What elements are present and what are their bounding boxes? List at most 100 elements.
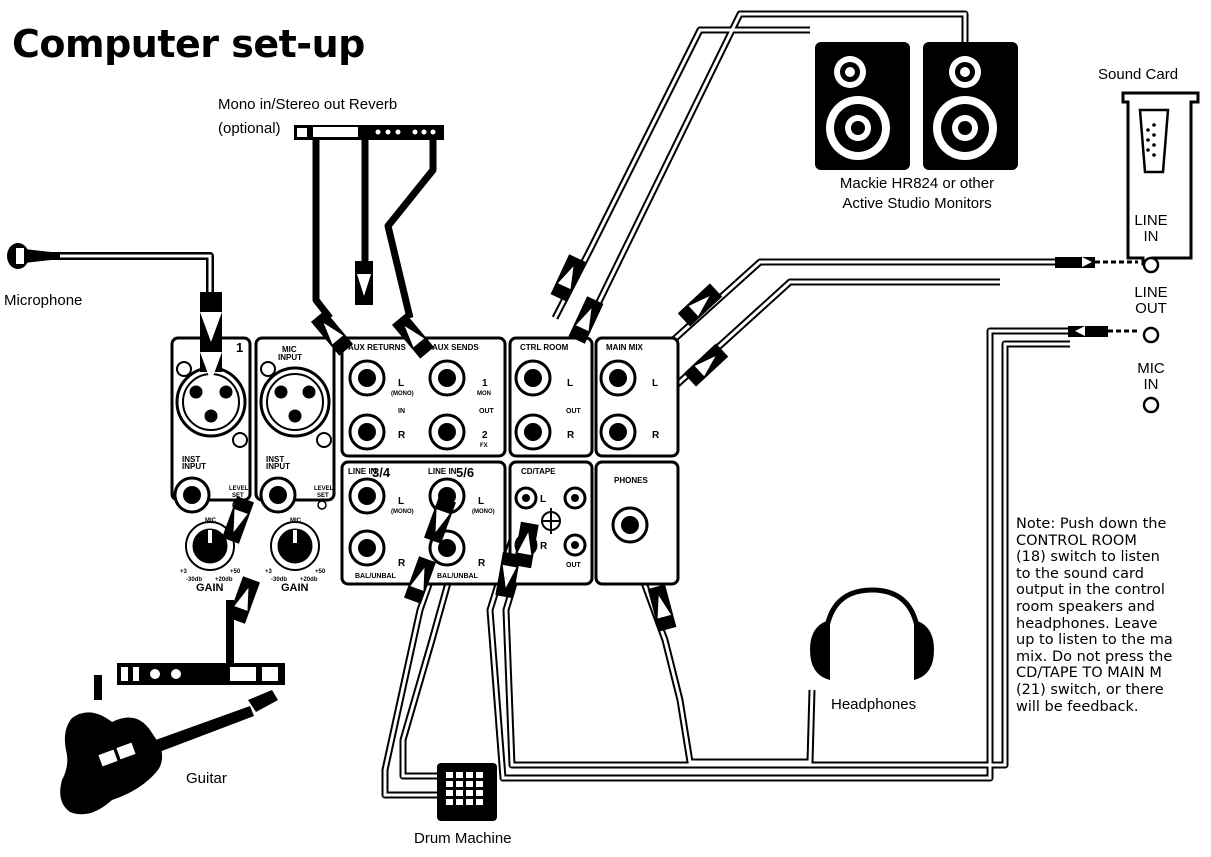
guitar-label: Guitar — [186, 770, 227, 787]
svg-text:-30db: -30db — [186, 577, 202, 583]
svg-text:R: R — [398, 430, 406, 441]
svg-text:L: L — [398, 496, 404, 507]
jack-aux-send-2 — [428, 413, 466, 451]
gain-knob-ch1 — [185, 521, 235, 571]
svg-text:R: R — [478, 558, 486, 569]
mic-in-port — [1142, 396, 1160, 414]
monitors-label: Mackie HR824 or other Active Studio Moni… — [839, 175, 995, 212]
rca-in-l — [514, 486, 538, 510]
svg-text:LINE IN: LINE IN — [428, 467, 457, 476]
gain-knob-ch2 — [270, 521, 320, 571]
svg-text:CD/TAPE: CD/TAPE — [521, 467, 556, 476]
svg-text:SET: SET — [317, 493, 329, 499]
plug-ctrl-l — [550, 254, 586, 302]
svg-text:GAIN: GAIN — [196, 582, 224, 594]
headphones-label: Headphones — [831, 696, 917, 713]
plug-soundcard-line-in — [1055, 257, 1095, 268]
line-in-port — [1142, 256, 1160, 274]
svg-text:INST: INST — [182, 455, 200, 464]
svg-text:IN: IN — [398, 408, 405, 415]
jack-main-l — [599, 359, 637, 397]
reverb-optional-label: (optional) — [218, 120, 281, 137]
xlr-input-ch1 — [175, 361, 248, 448]
svg-text:OUT: OUT — [566, 562, 582, 569]
svg-text:L: L — [567, 378, 573, 389]
rca-out-r — [563, 533, 587, 557]
svg-text:INPUT: INPUT — [266, 462, 290, 471]
svg-text:GAIN: GAIN — [281, 582, 309, 594]
sound-card-icon — [1121, 91, 1200, 414]
svg-text:FX: FX — [480, 443, 488, 449]
plug-inst-2 — [222, 496, 254, 544]
cable-reverb-l — [312, 138, 333, 321]
rca-out-l — [563, 486, 587, 510]
level-led-ch2 — [317, 500, 327, 510]
plug-reverb-r — [355, 261, 373, 305]
svg-text:2: 2 — [482, 430, 488, 441]
jack-line-in-4 — [348, 529, 386, 567]
svg-text:BAL/UNBAL: BAL/UNBAL — [437, 573, 479, 580]
svg-text:MIC: MIC — [282, 345, 297, 354]
plug-mic-xlr — [200, 292, 222, 382]
svg-text:MON: MON — [477, 391, 491, 397]
svg-text:-30db: -30db — [271, 577, 287, 583]
svg-text:MIC: MIC — [290, 518, 302, 524]
jack-inst-ch1 — [173, 476, 211, 514]
plug-ctrl-r — [568, 296, 604, 344]
plug-main-r — [683, 343, 729, 387]
reverb-unit-icon — [294, 125, 444, 140]
microphone-icon — [7, 243, 60, 269]
svg-text:R: R — [540, 541, 548, 552]
jack-phones — [611, 506, 649, 544]
svg-text:(MONO): (MONO) — [391, 391, 414, 397]
xlr-input-ch2 — [259, 361, 332, 448]
setup-note: Note: Push down the CONTROL ROOM (18) sw… — [1016, 516, 1173, 715]
microphone-label: Microphone — [4, 292, 83, 309]
svg-text:L: L — [398, 378, 404, 389]
svg-text:5/6: 5/6 — [456, 465, 474, 480]
svg-text:(MONO): (MONO) — [472, 509, 495, 515]
svg-text:+20db: +20db — [215, 577, 233, 583]
svg-text:INPUT: INPUT — [278, 353, 302, 362]
jack-aux-return-l — [348, 359, 386, 397]
speaker-icon-left — [815, 42, 910, 170]
jack-line-in-3 — [348, 477, 386, 515]
svg-text:BAL/UNBAL: BAL/UNBAL — [355, 573, 397, 580]
drum-machine-icon — [437, 763, 497, 821]
svg-text:INST: INST — [266, 455, 284, 464]
speaker-icon-right — [923, 42, 1018, 170]
svg-text:L: L — [478, 496, 484, 507]
svg-text:LEVEL: LEVEL — [229, 486, 249, 492]
svg-text:SET: SET — [232, 493, 244, 499]
plug-soundcard-line-out — [1068, 326, 1108, 337]
drum-machine-label: Drum Machine — [414, 830, 512, 847]
sound-card-label: Sound Card — [1098, 66, 1179, 83]
headphones-icon — [810, 587, 934, 680]
svg-text:1: 1 — [482, 378, 488, 389]
jack-inst-ch2 — [259, 476, 297, 514]
amp-processor-icon — [117, 663, 285, 685]
guitar-icon — [60, 690, 278, 815]
svg-text:3/4: 3/4 — [372, 465, 391, 480]
svg-text:LINE IN: LINE IN — [348, 467, 377, 476]
jack-ctrl-room-r — [514, 413, 552, 451]
svg-text:INPUT: INPUT — [182, 462, 206, 471]
svg-text:OUT: OUT — [479, 408, 495, 415]
cable-reverb-in — [384, 132, 437, 319]
svg-text:R: R — [652, 430, 660, 441]
cable-amp-inst — [200, 600, 234, 672]
svg-text:PHONES: PHONES — [614, 476, 648, 485]
svg-text:L: L — [652, 378, 658, 389]
svg-text:+50: +50 — [230, 569, 241, 575]
svg-text:R: R — [398, 558, 406, 569]
jack-aux-send-1 — [428, 359, 466, 397]
svg-text:LEVEL: LEVEL — [314, 486, 334, 492]
jack-ctrl-room-l — [514, 359, 552, 397]
svg-text:MIC: MIC — [205, 518, 217, 524]
cable-ctrl-l — [551, 26, 810, 320]
svg-text:CTRL ROOM: CTRL ROOM — [520, 343, 569, 352]
cable-main-l — [637, 258, 1060, 373]
